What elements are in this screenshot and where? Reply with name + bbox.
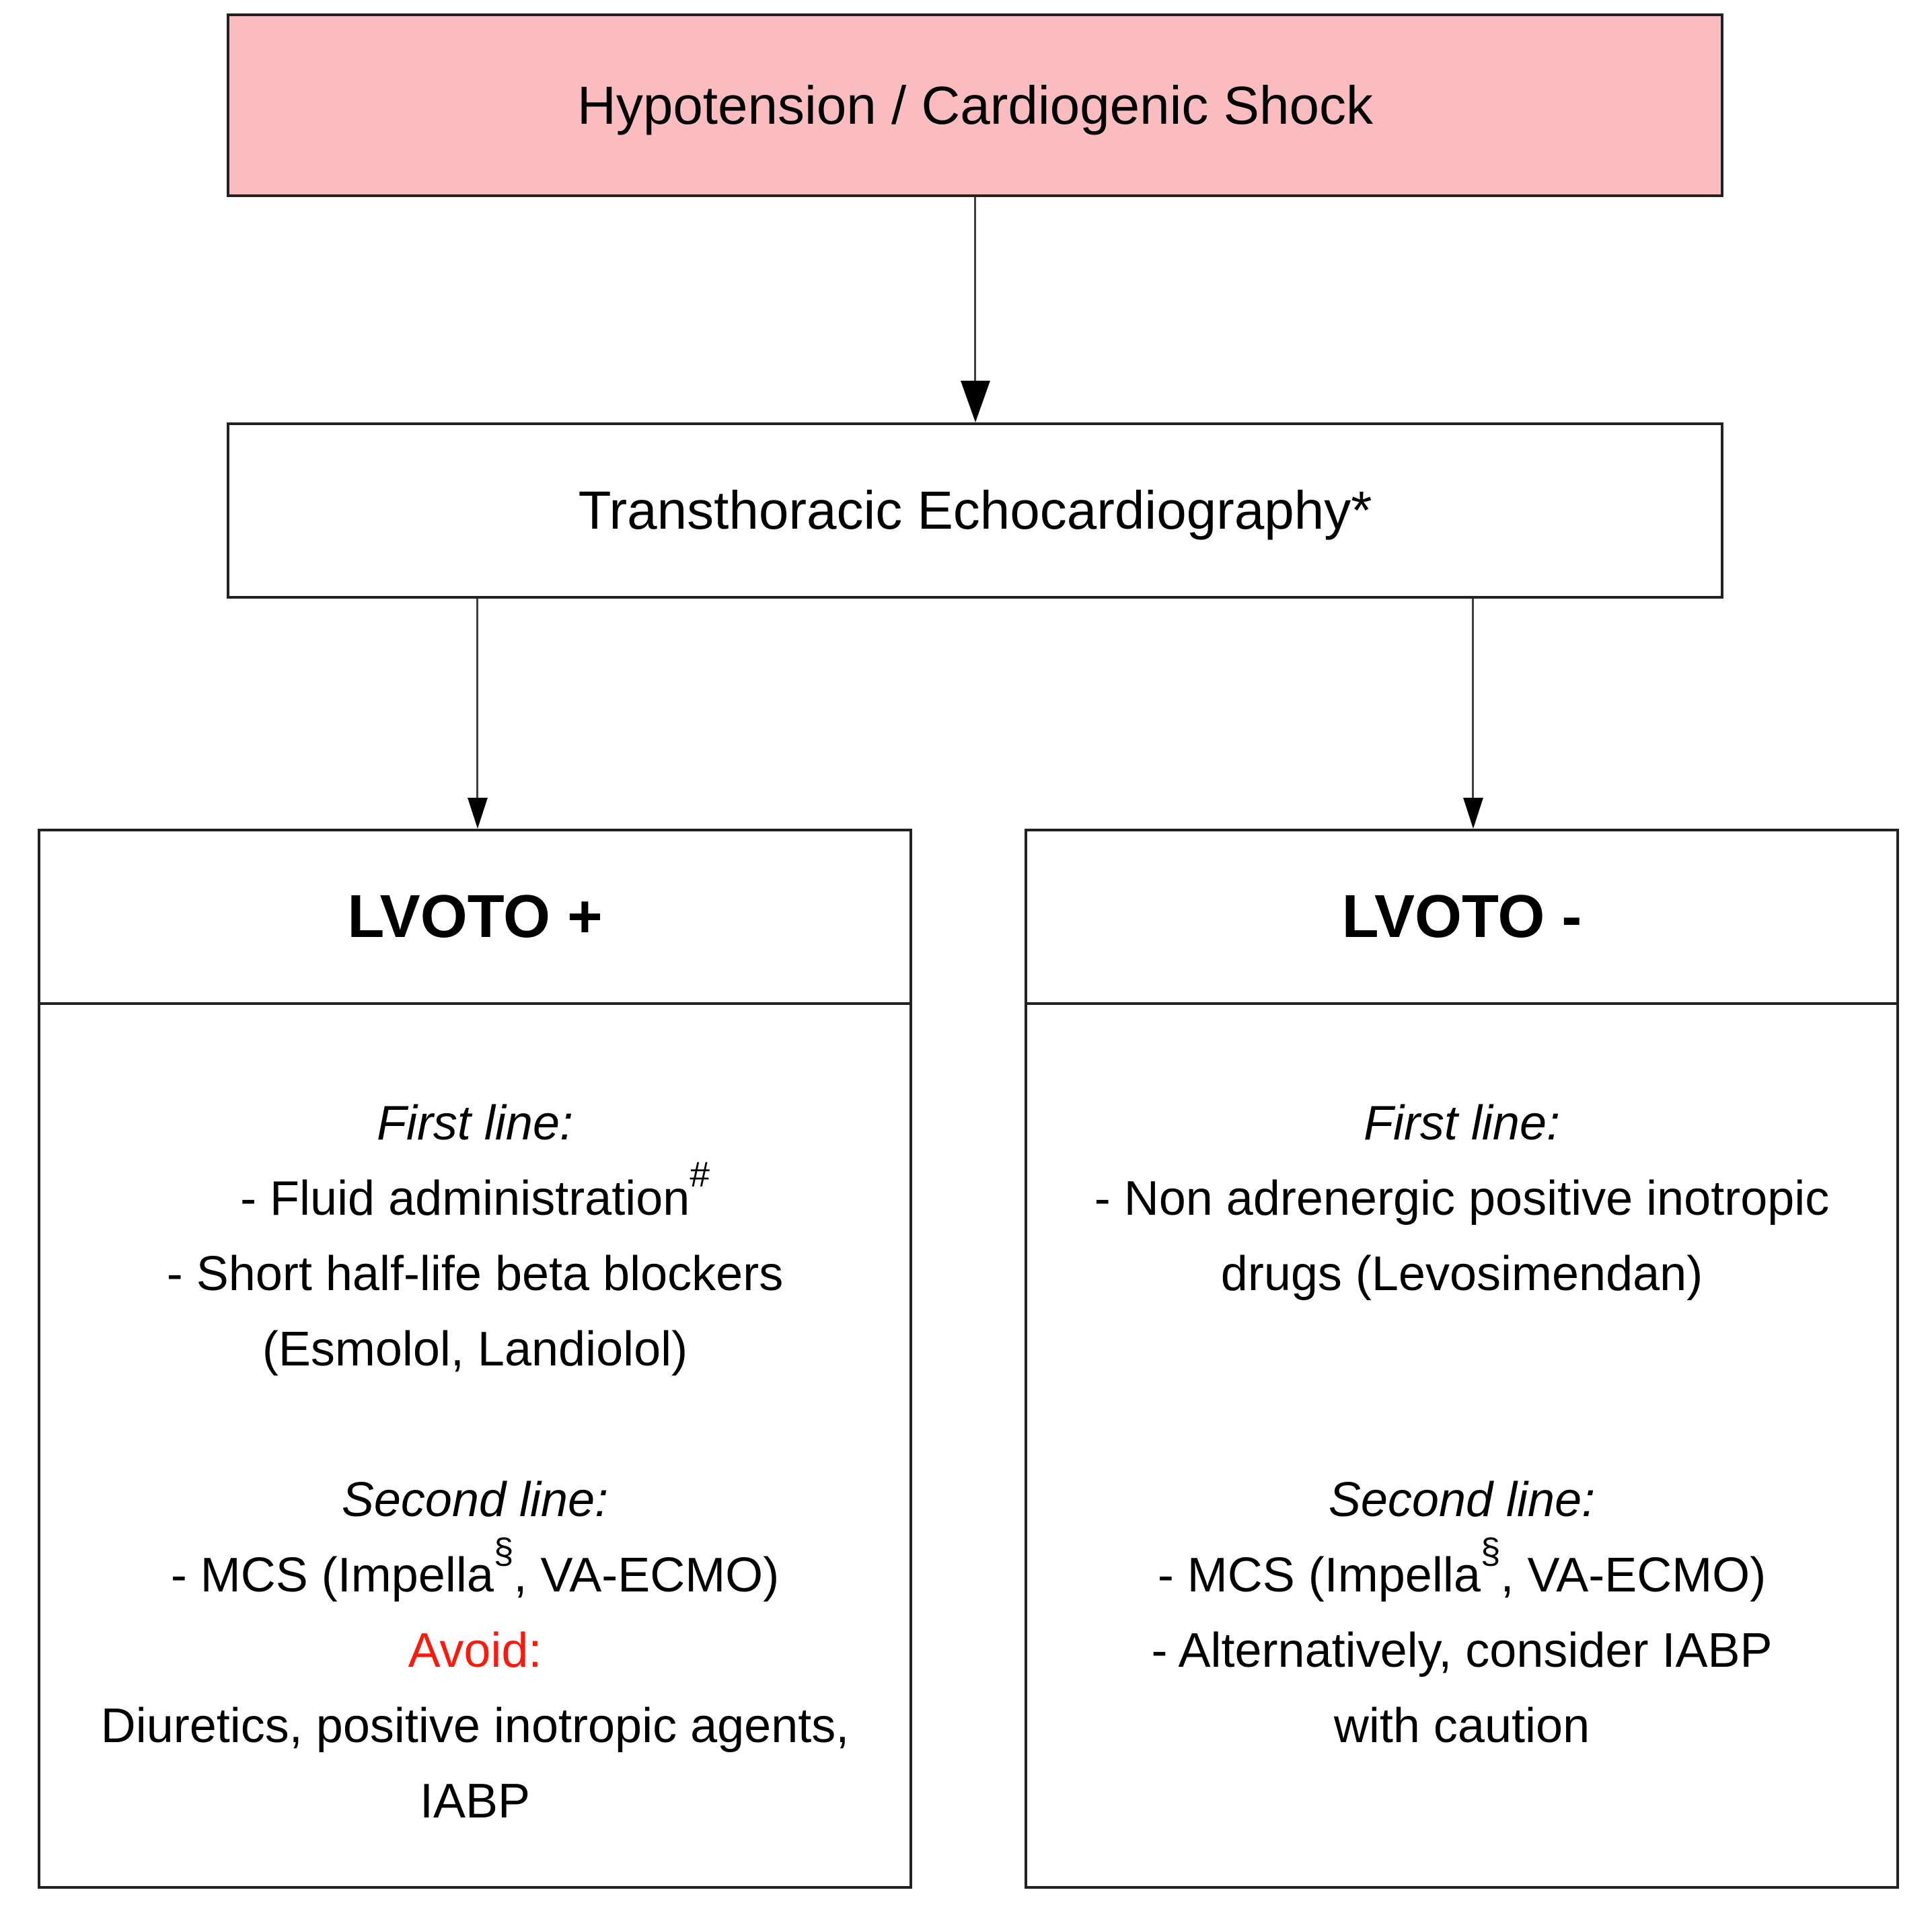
lvoto-negative-body: First line: - Non adrenergic positive in… (1027, 1005, 1896, 1764)
avoid-heading: Avoid: (408, 1624, 542, 1678)
fluid-administration-item: - Fluid administration# (240, 1154, 710, 1226)
lvoto-positive-header-label: LVOTO + (347, 882, 603, 950)
lvoto-negative-header-label: LVOTO - (1341, 882, 1582, 950)
node-tte: Transthoracic Echocardiography* (227, 422, 1723, 599)
first-line-heading: First line: (376, 1096, 574, 1150)
lvoto-positive-body: First line: - Fluid administration# - Sh… (40, 1005, 909, 1839)
node-lvoto-negative: LVOTO - First line: - Non adrenergic pos… (1025, 829, 1899, 1889)
mcs-item: - MCS (Impella§, VA-ECMO) (170, 1531, 780, 1602)
mcs-item: - MCS (Impella§, VA-ECMO) (1157, 1531, 1767, 1602)
lvoto-negative-header: LVOTO - (1027, 831, 1896, 1005)
node-hypotension-shock: Hypotension / Cardiogenic Shock (227, 13, 1723, 197)
arrow-down-icon (961, 381, 990, 422)
connector-line-left (476, 599, 478, 800)
arrow-down-icon (1463, 798, 1483, 829)
avoid-item: Diuretics, positive inotropic agents, IA… (100, 1699, 850, 1828)
first-line-heading: First line: (1363, 1096, 1561, 1150)
second-line-heading: Second line: (341, 1473, 609, 1527)
second-line-heading: Second line: (1328, 1473, 1596, 1527)
node-hypotension-shock-label: Hypotension / Cardiogenic Shock (577, 75, 1373, 135)
connector-line-top (974, 197, 976, 385)
inotropic-drugs-item: - Non adrenergic positive inotropic drug… (1094, 1172, 1830, 1301)
lvoto-positive-header: LVOTO + (40, 831, 909, 1005)
iabp-caution-item: - Alternatively, consider IABP with caut… (1151, 1624, 1773, 1753)
node-lvoto-positive: LVOTO + First line: - Fluid administrati… (38, 829, 912, 1889)
section-superscript: § (1480, 1531, 1501, 1571)
section-superscript: § (493, 1531, 514, 1571)
node-tte-label: Transthoracic Echocardiography* (578, 480, 1372, 540)
arrow-down-icon (468, 798, 488, 829)
hash-superscript: # (690, 1154, 710, 1195)
connector-line-right (1472, 599, 1474, 800)
beta-blockers-item: - Short half-life beta blockers (Esmolol… (166, 1247, 784, 1376)
